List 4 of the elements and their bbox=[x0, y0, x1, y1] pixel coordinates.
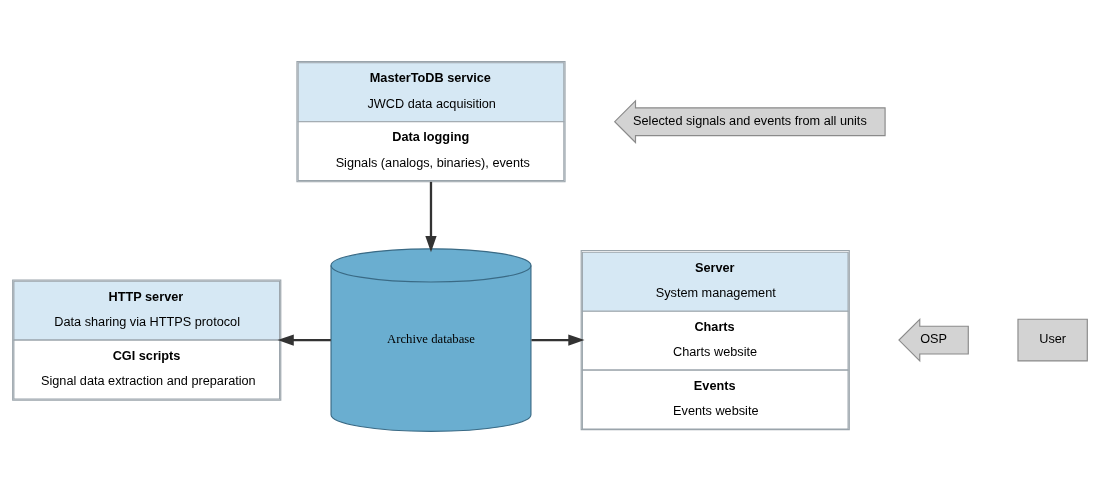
node-box: User bbox=[1017, 318, 1088, 362]
arrow bbox=[277, 334, 331, 346]
arrow bbox=[531, 334, 585, 346]
arrow bbox=[425, 181, 437, 253]
